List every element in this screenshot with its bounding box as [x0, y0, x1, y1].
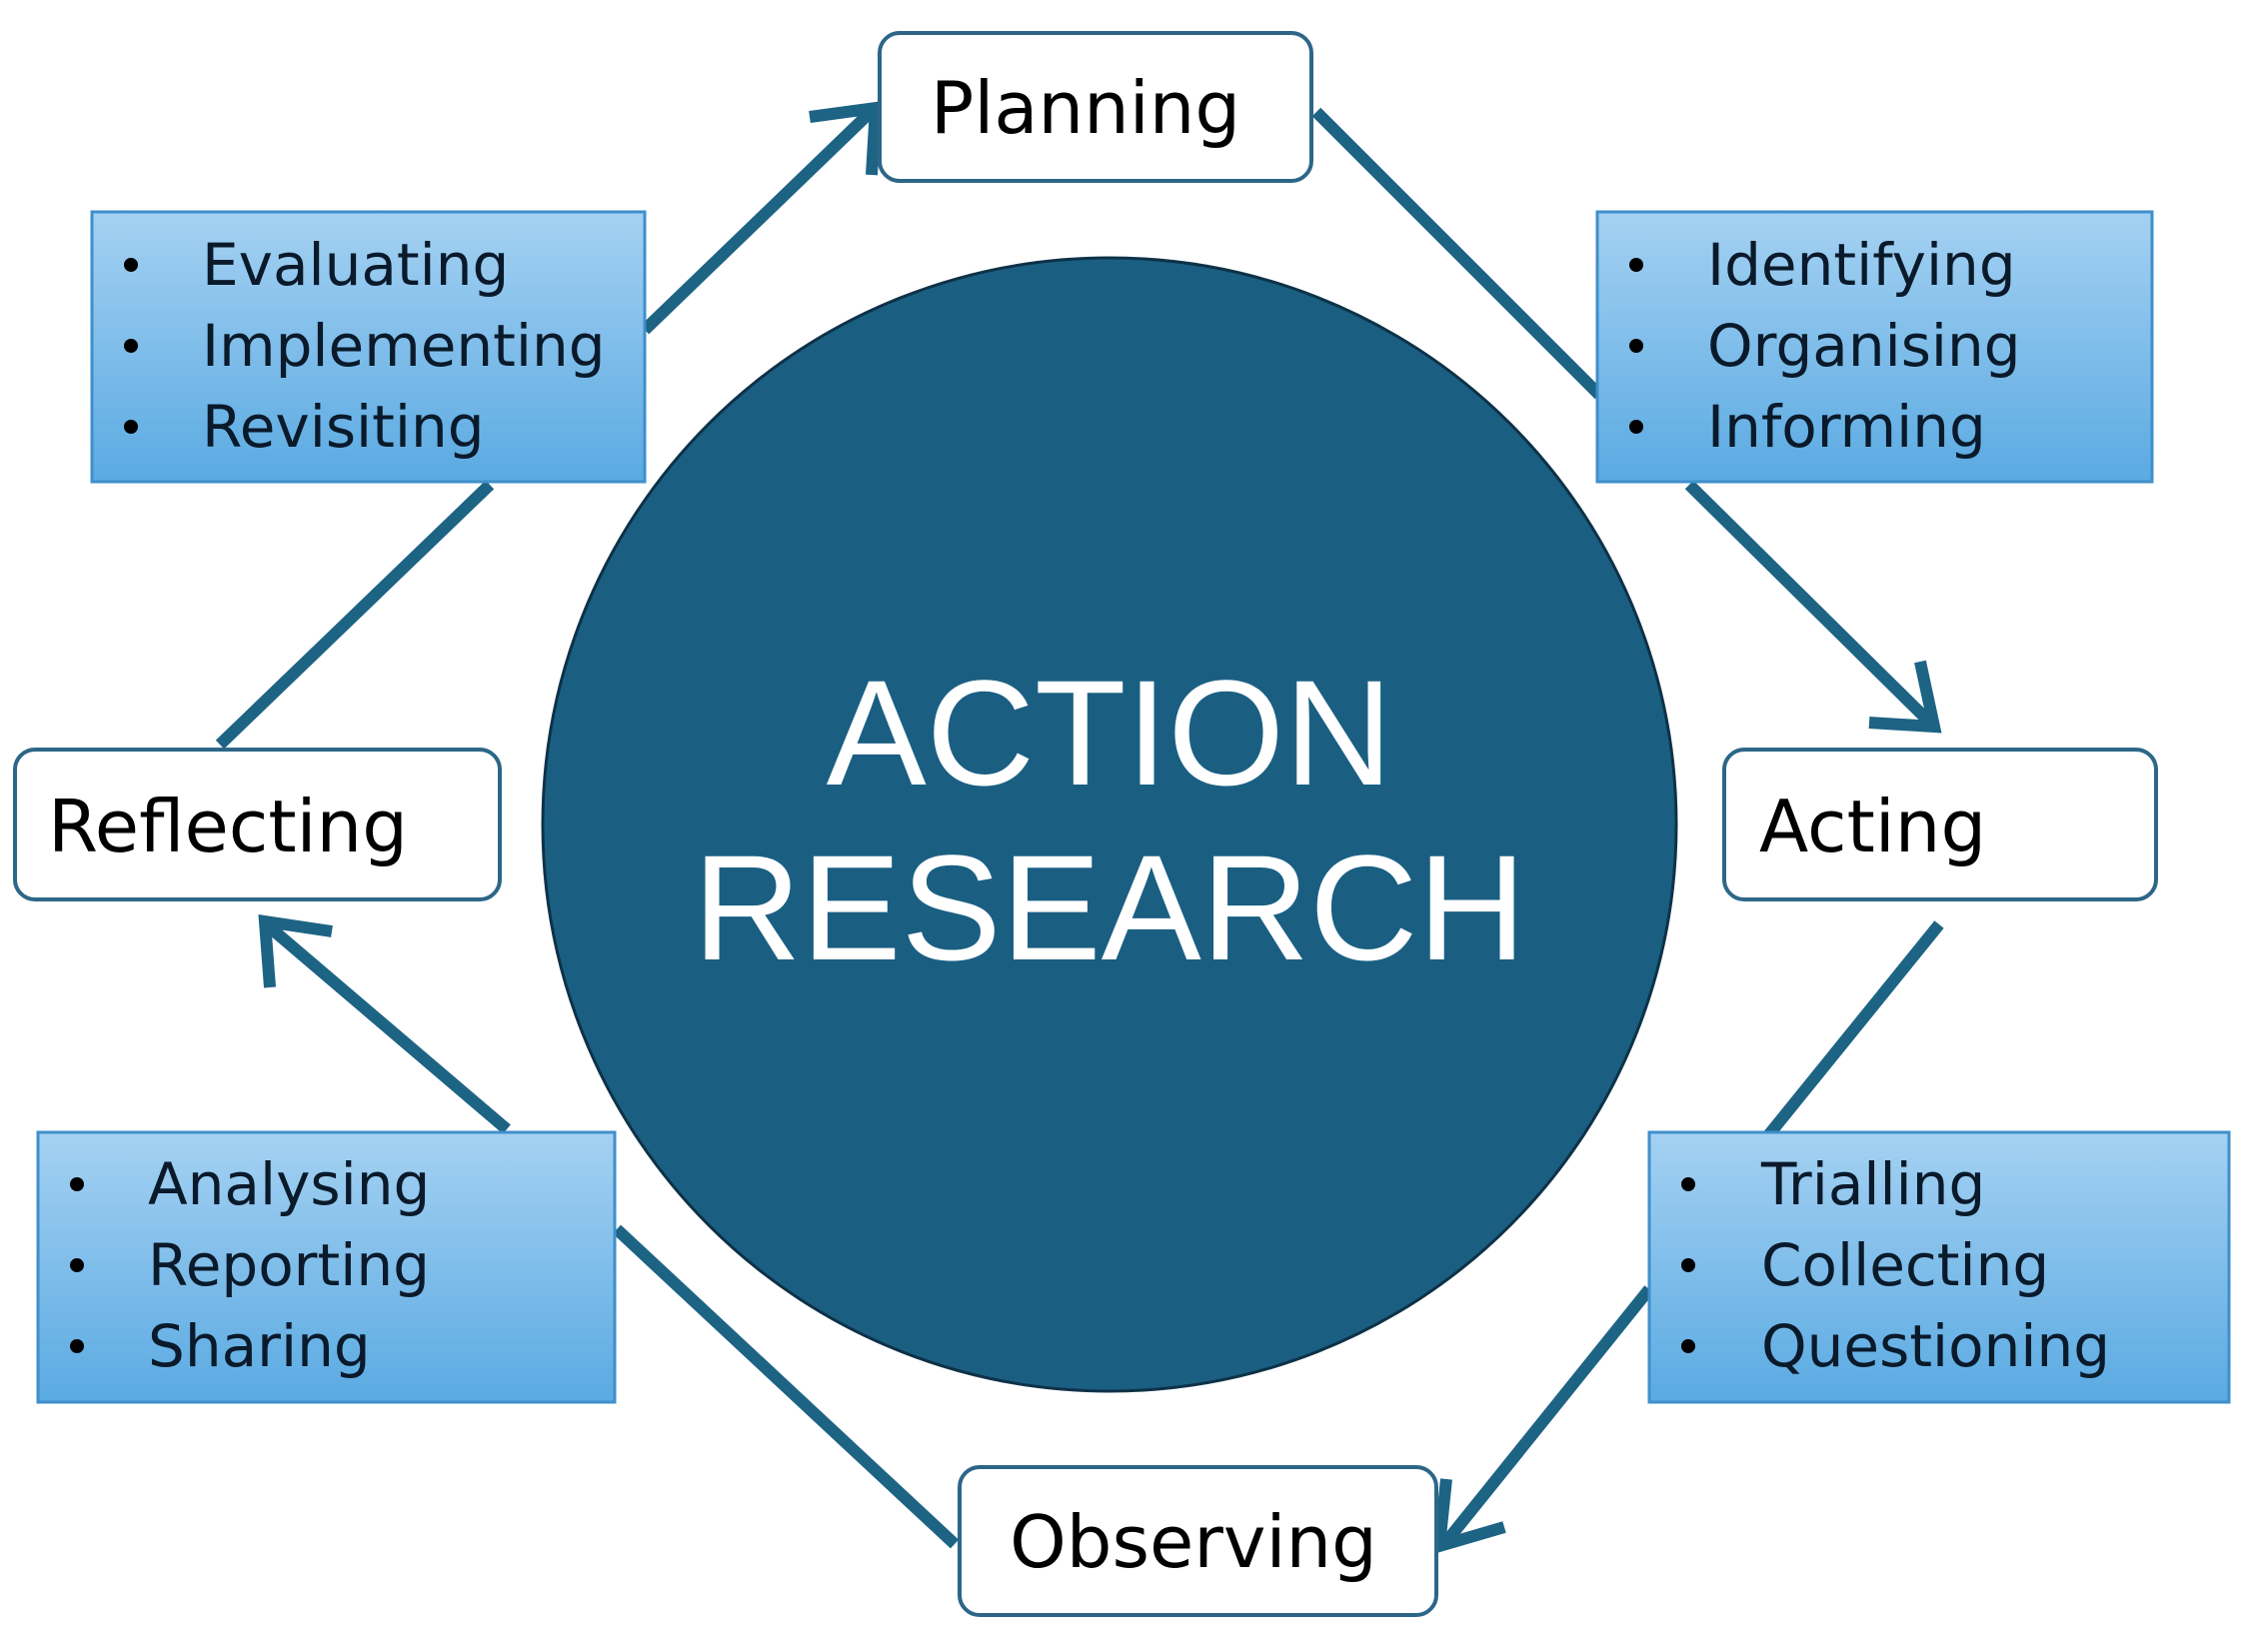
stage-reflecting: Reflecting	[13, 748, 502, 901]
stage-acting-label: Acting	[1759, 785, 1986, 868]
stage-observing: Observing	[958, 1465, 1438, 1617]
connector-observing-reflecting-lower	[612, 1224, 960, 1549]
activity-analysing: Analysing	[148, 1150, 430, 1218]
activity-sharing: Sharing	[148, 1312, 371, 1380]
bullet-dot	[1681, 1258, 1695, 1272]
connector-acting-observing-upper	[1764, 920, 1944, 1138]
connector-reflecting-planning-upper	[640, 108, 875, 335]
connector-observing-reflecting-upper	[266, 922, 511, 1134]
arrowhead-to-acting	[1868, 660, 1942, 734]
activity-evaluating: Evaluating	[202, 231, 509, 299]
bullet-dot	[1629, 258, 1643, 272]
bullet-dot	[124, 339, 138, 353]
activities-planning-box: Identifying Organising Informing	[1595, 210, 2154, 484]
stage-observing-label: Observing	[1010, 1500, 1377, 1584]
bullet-dot	[124, 420, 138, 434]
activities-acting-box: Trialling Collecting Questioning	[1647, 1130, 2231, 1404]
bullet-dot	[70, 1258, 84, 1272]
activity-revisiting: Revisiting	[202, 393, 485, 461]
connector-reflecting-planning-lower	[215, 480, 495, 750]
connector-planning-acting-lower	[1684, 480, 1934, 727]
stage-planning-label: Planning	[931, 66, 1240, 150]
activity-informing: Informing	[1707, 393, 1986, 461]
bullet-dot	[1629, 339, 1643, 353]
activity-reporting: Reporting	[148, 1231, 430, 1299]
activity-identifying: Identifying	[1707, 231, 2016, 299]
stage-planning: Planning	[878, 31, 1313, 183]
connector-acting-observing-lower	[1439, 1285, 1654, 1548]
arrowhead-to-observing	[1432, 1478, 1506, 1555]
activity-organising: Organising	[1707, 312, 2021, 380]
arrowhead-to-reflecting	[258, 913, 333, 988]
stage-reflecting-label: Reflecting	[48, 785, 408, 868]
activity-questioning: Questioning	[1761, 1312, 2110, 1380]
activity-trialling: Trialling	[1760, 1150, 1985, 1218]
bullet-dot	[70, 1177, 84, 1191]
activities-observing-box: Analysing Reporting Sharing	[36, 1130, 617, 1404]
connector-planning-acting-upper	[1311, 107, 1604, 400]
arrowhead-to-planning	[809, 101, 883, 176]
center-title-line2: RESEARCH	[693, 824, 1526, 991]
bullet-dot	[1629, 420, 1643, 434]
center-title-line1: ACTION	[827, 649, 1393, 817]
center-circle	[541, 256, 1678, 1393]
stage-acting: Acting	[1722, 748, 2158, 901]
bullet-dot	[70, 1339, 84, 1353]
bullet-dot	[124, 258, 138, 272]
activities-reflecting-box: Evaluating Implementing Revisiting	[90, 210, 647, 484]
activity-collecting: Collecting	[1761, 1231, 2049, 1299]
activity-implementing: Implementing	[202, 312, 606, 380]
bullet-dot	[1681, 1177, 1695, 1191]
bullet-dot	[1681, 1339, 1695, 1353]
